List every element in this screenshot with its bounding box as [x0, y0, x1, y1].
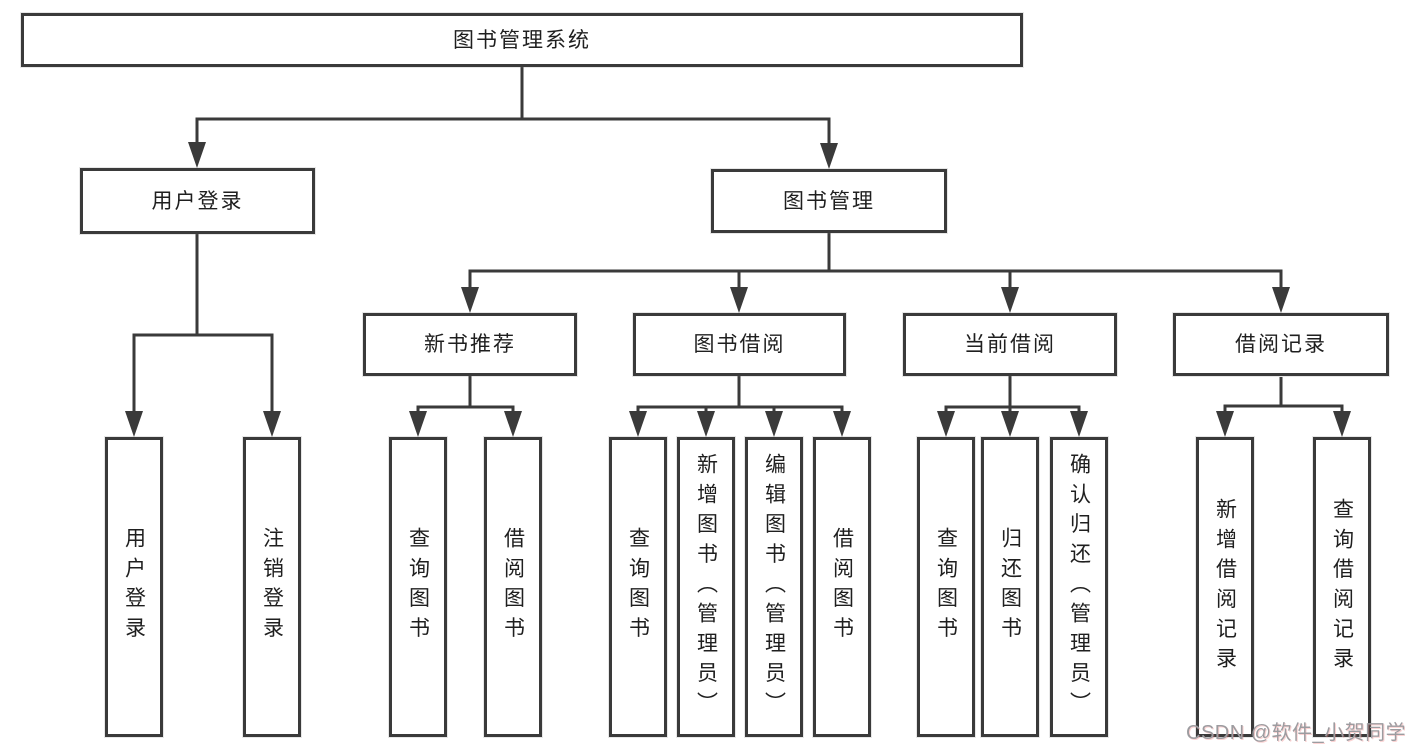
leaf-newbook-borrow-label: 借阅图书	[501, 527, 525, 647]
leaf-borrow-edit-admin-label: 编辑图书（管理员）	[762, 452, 786, 722]
leaf-borrow-query: 查询图书	[609, 437, 667, 737]
connector-borrow-to-leaves	[636, 376, 844, 413]
leaf-borrow-add-admin: 新增图书（管理员）	[677, 437, 735, 737]
leaf-current-confirm-admin: 确认归还（管理员）	[1050, 437, 1108, 737]
leaf-current-query: 查询图书	[917, 437, 975, 737]
node-new-book: 新书推荐	[363, 313, 577, 376]
node-current-borrow: 当前借阅	[903, 313, 1117, 376]
leaf-current-return: 归还图书	[981, 437, 1039, 737]
leaf-user-login: 用户登录	[105, 437, 163, 737]
node-book-borrow: 图书借阅	[633, 313, 846, 376]
leaf-records-add: 新增借阅记录	[1196, 437, 1254, 737]
leaf-current-query-label: 查询图书	[934, 527, 958, 647]
leaf-records-query-label: 查询借阅记录	[1330, 497, 1354, 677]
csdn-watermark: CSDN @软件_小贺同学	[1186, 722, 1405, 744]
connector-mgmt-to-level3	[468, 233, 1283, 289]
connector-records-to-leaves	[1223, 377, 1344, 413]
node-borrow-records: 借阅记录	[1173, 313, 1389, 376]
leaf-newbook-borrow: 借阅图书	[484, 437, 542, 737]
leaf-newbook-query-label: 查询图书	[406, 527, 430, 647]
node-book-mgmt-label: 图书管理	[783, 189, 875, 213]
node-book-mgmt: 图书管理	[711, 169, 947, 233]
connector-current-to-leaves	[944, 376, 1081, 413]
leaf-records-query: 查询借阅记录	[1313, 437, 1371, 737]
leaf-logout: 注销登录	[243, 437, 301, 737]
leaf-borrow-edit-admin: 编辑图书（管理员）	[745, 437, 803, 737]
connector-root-to-level2	[195, 67, 831, 147]
leaf-current-confirm-admin-label: 确认归还（管理员）	[1067, 452, 1091, 722]
leaf-user-login-label: 用户登录	[122, 527, 146, 647]
node-user-login: 用户登录	[80, 168, 315, 234]
leaf-borrow-borrow-label: 借阅图书	[830, 527, 854, 647]
leaf-logout-label: 注销登录	[260, 527, 284, 647]
arrowheads	[125, 142, 1351, 437]
leaf-borrow-add-admin-label: 新增图书（管理员）	[694, 452, 718, 722]
node-user-login-label: 用户登录	[151, 189, 244, 213]
connector-login-to-leaves	[132, 234, 274, 413]
leaf-records-add-label: 新增借阅记录	[1213, 497, 1237, 677]
leaf-current-return-label: 归还图书	[998, 527, 1022, 647]
node-root-label: 图书管理系统	[453, 28, 591, 52]
node-current-borrow-label: 当前借阅	[964, 333, 1056, 356]
connector-newbook-to-leaves	[416, 376, 515, 413]
leaf-borrow-query-label: 查询图书	[626, 527, 650, 647]
node-new-book-label: 新书推荐	[424, 333, 516, 356]
node-root: 图书管理系统	[21, 13, 1023, 67]
node-borrow-records-label: 借阅记录	[1235, 333, 1327, 356]
node-book-borrow-label: 图书借阅	[693, 333, 786, 356]
leaf-newbook-query: 查询图书	[389, 437, 447, 737]
leaf-borrow-borrow: 借阅图书	[813, 437, 871, 737]
